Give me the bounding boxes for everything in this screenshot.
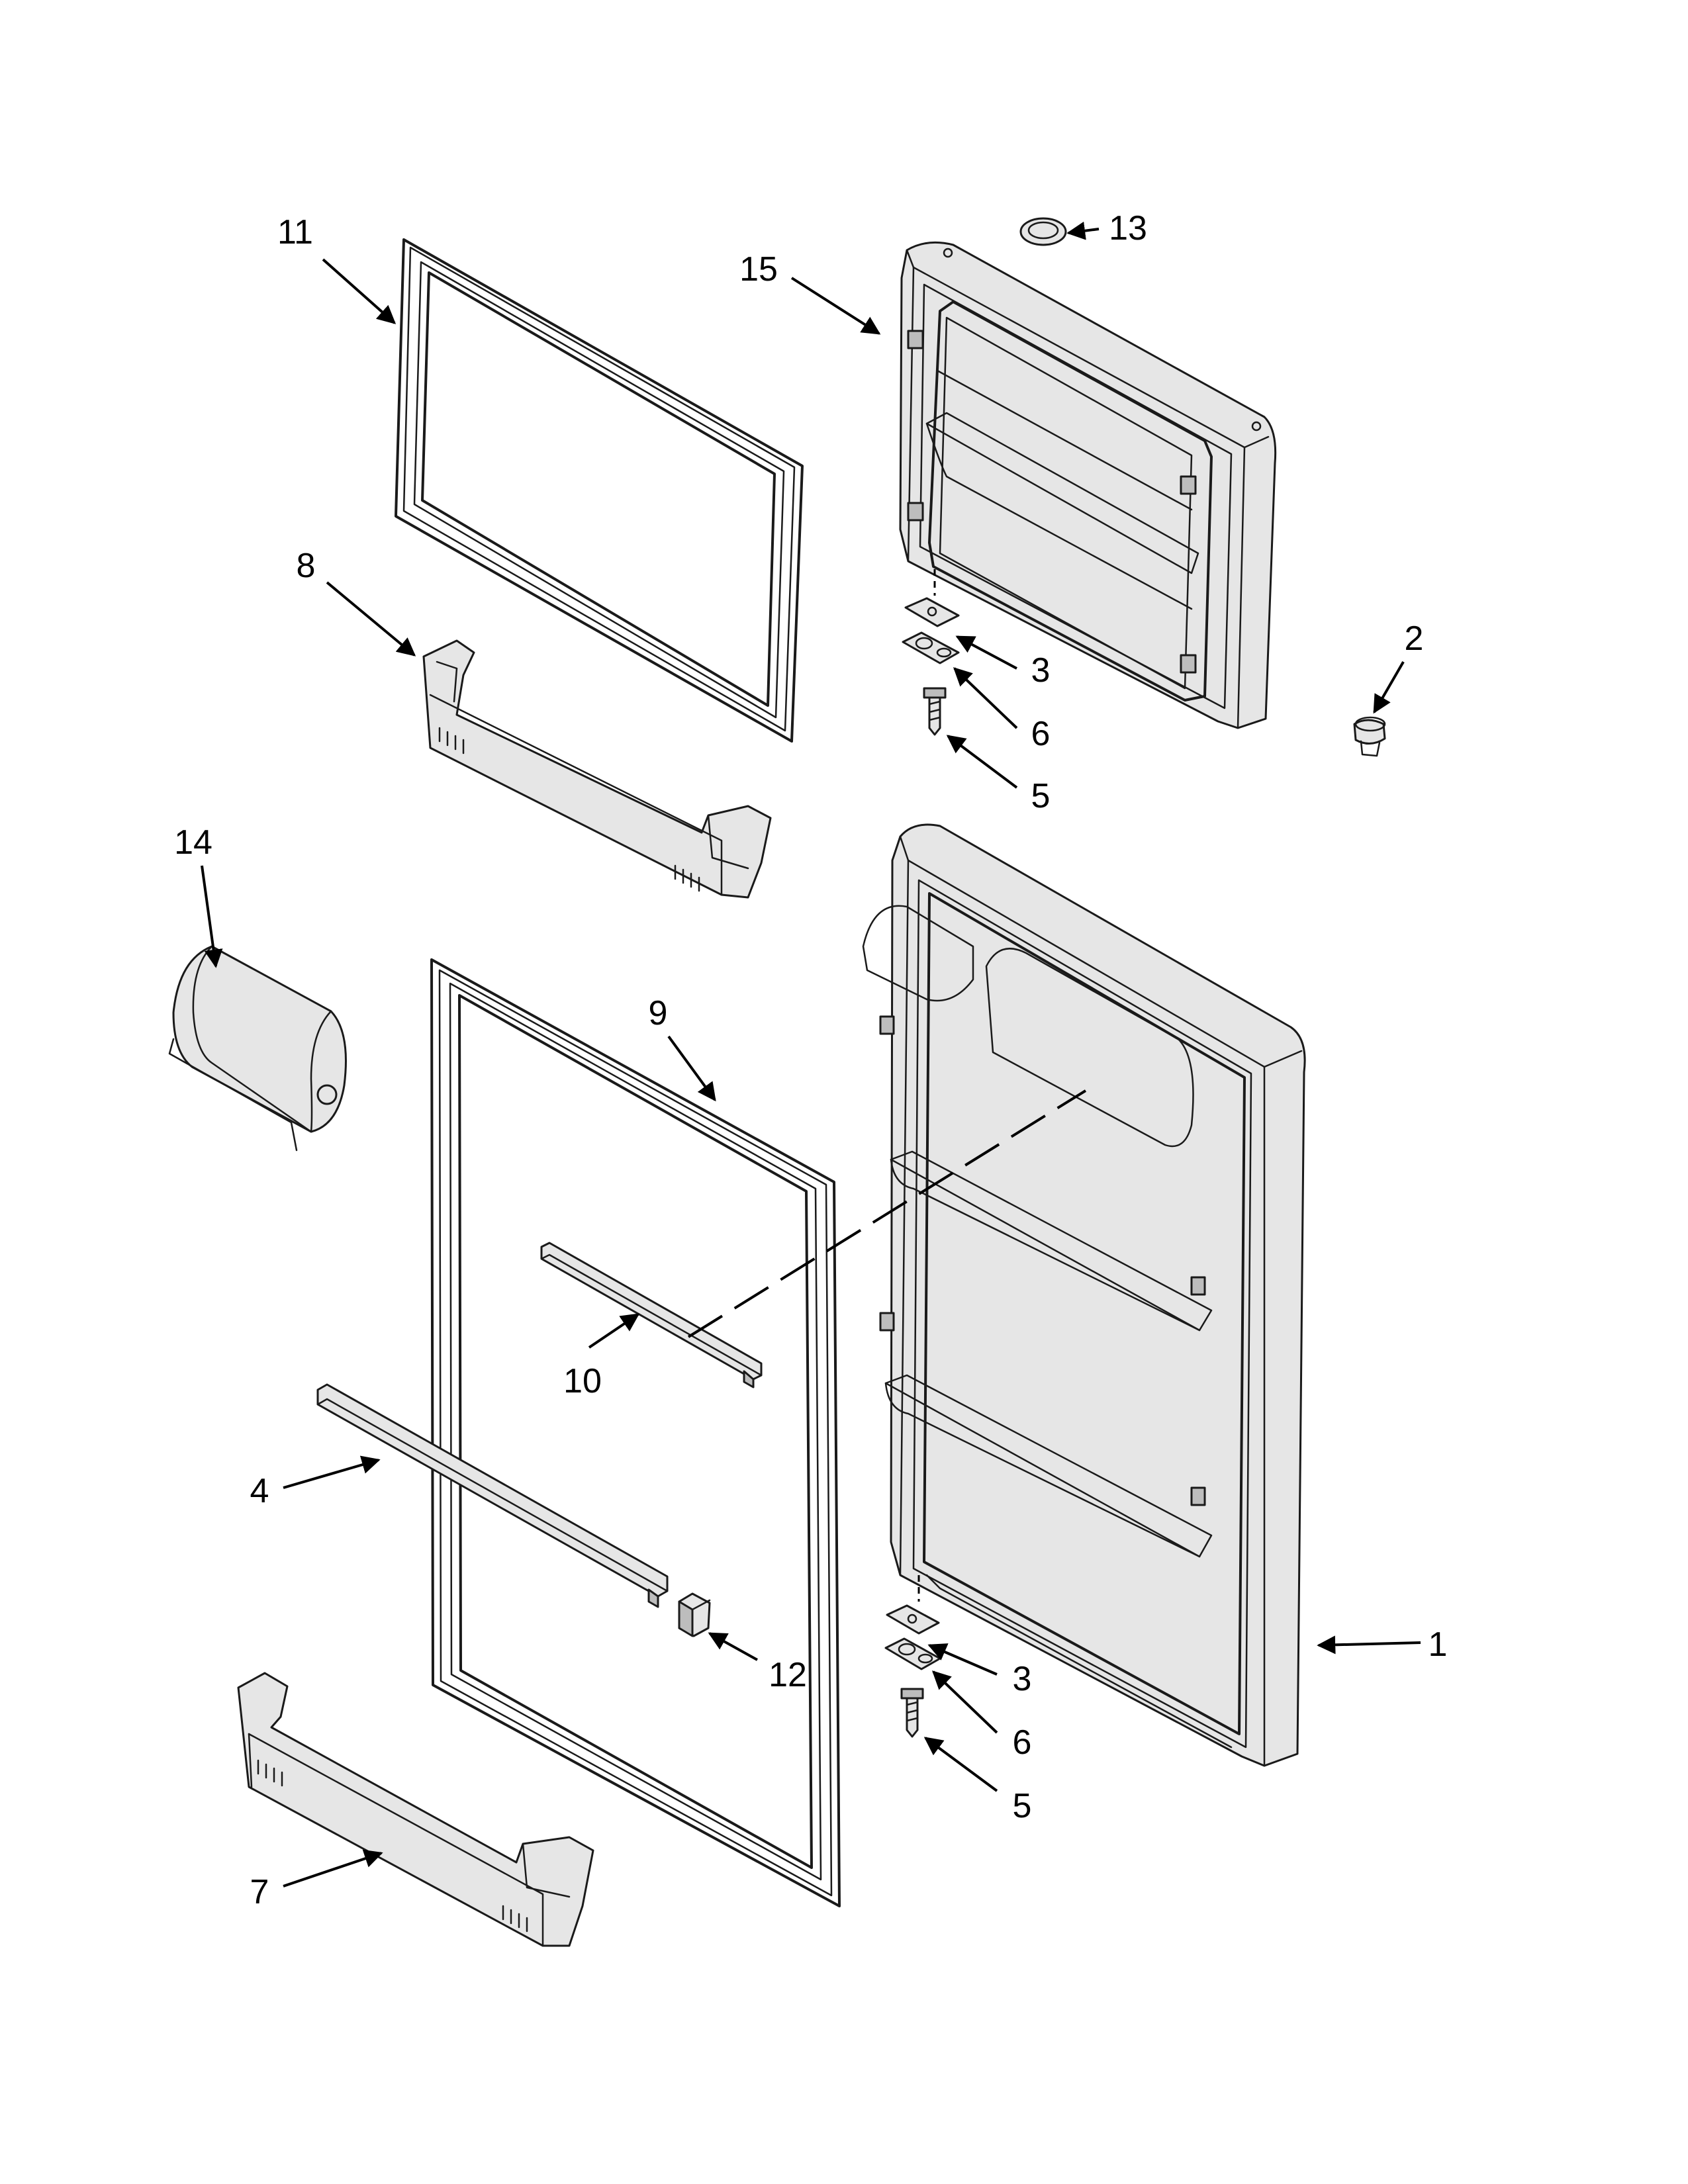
- hinge-plug-2: [1353, 716, 1386, 757]
- fresh-food-door: [862, 823, 1306, 1767]
- callout-7: 7: [250, 1873, 269, 1911]
- fresh-food-door-shelf: [237, 1672, 594, 1947]
- freezer-door-shelf: [422, 639, 772, 899]
- freezer-hinge-assembly: [902, 569, 960, 736]
- callout-3-fresh: 3: [1013, 1660, 1032, 1698]
- callout-6-fresh: 6: [1013, 1723, 1032, 1762]
- callout-2: 2: [1405, 619, 1424, 658]
- callout-3-freezer: 3: [1031, 651, 1051, 690]
- callout-14: 14: [174, 823, 212, 862]
- dairy-compartment: [168, 945, 347, 1152]
- callout-13: 13: [1109, 209, 1147, 248]
- callout-labels: 11 15 13 8 3 6 5 2 14 9 10 4 12 1 3 6 5 …: [174, 209, 1447, 1911]
- alignment-line: [687, 1089, 1087, 1338]
- callout-8: 8: [297, 547, 316, 585]
- fresh-food-door-gasket: [430, 958, 841, 1907]
- callout-15: 15: [739, 250, 778, 289]
- callout-10: 10: [563, 1362, 602, 1400]
- callout-12: 12: [769, 1656, 807, 1694]
- fresh-food-hinge-assembly: [884, 1575, 941, 1738]
- freezer-door: [899, 241, 1277, 729]
- callout-4: 4: [250, 1472, 269, 1510]
- trim-strip-4: [316, 1383, 669, 1608]
- freezer-door-gasket: [395, 238, 804, 743]
- plug-button-13: [1019, 217, 1067, 246]
- callout-5-freezer: 5: [1031, 777, 1051, 815]
- callout-9: 9: [649, 994, 668, 1032]
- callout-6-freezer: 6: [1031, 715, 1051, 753]
- clip-12: [678, 1592, 711, 1637]
- leader-lines: [201, 221, 1421, 1888]
- callout-1: 1: [1429, 1625, 1448, 1664]
- callout-5-fresh: 5: [1013, 1787, 1032, 1825]
- callout-11: 11: [277, 213, 313, 251]
